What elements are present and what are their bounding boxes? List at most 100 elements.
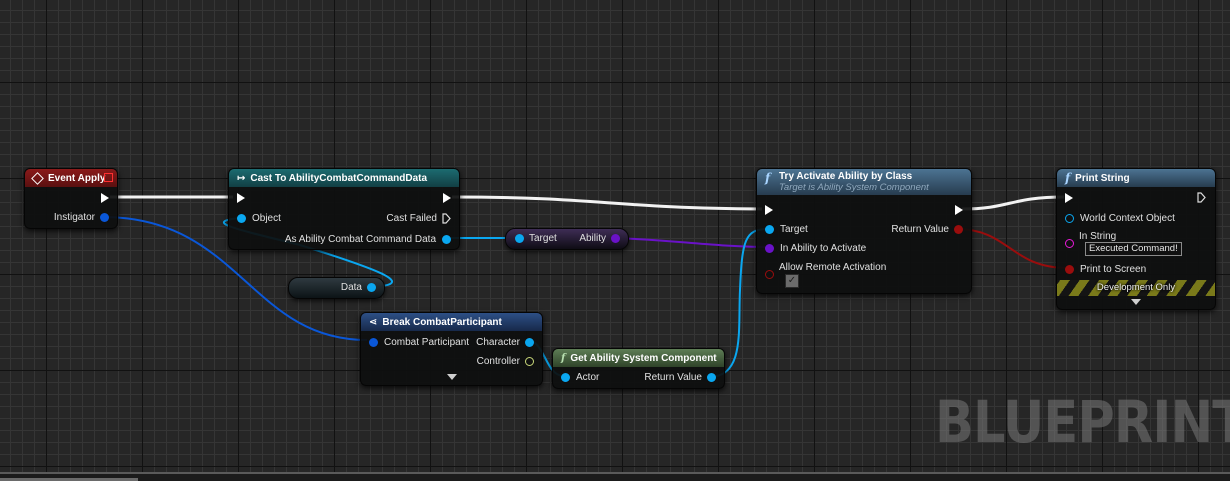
object-pin-icon[interactable] [515,234,524,243]
node-get-ability-system-component[interactable]: f Get Ability System Component Actor Ret… [552,348,725,389]
pin-label: Object [252,213,281,224]
pin-allow-remote-activation-label: Allow Remote Activation [779,262,886,273]
node-event-apply[interactable]: Event Apply Instigator [24,168,118,229]
allow-remote-activation-checkbox[interactable]: ✓ [785,274,799,288]
node-cast-to-ability-combat-command-data[interactable]: ↦ Cast To AbilityCombatCommandData Objec… [228,168,460,250]
pin-label: Target [780,224,808,235]
expand-arrow-icon[interactable] [447,374,457,380]
pin-object[interactable]: Object [237,213,281,224]
pin-label: In String [1079,231,1117,242]
exec-hollow-out-pin-icon[interactable] [1197,192,1206,203]
pin-label: Actor [576,372,600,383]
pin-label: Cast Failed [386,213,437,224]
pin-label: Combat Participant [384,337,470,348]
pin-in-ability-to-activate[interactable]: In Ability to Activate [765,243,866,254]
exec-out-pin[interactable] [101,193,109,203]
object-hollow-pin-icon[interactable] [1065,214,1074,223]
node-title: Print String [1075,172,1130,184]
node-title: Break CombatParticipant [382,316,502,328]
pin-print-to-screen[interactable]: Print to Screen [1065,264,1146,275]
bool-pin-icon[interactable] [954,225,963,234]
wire-ability-to-in-ability [611,237,769,248]
pin-world-context-object[interactable]: World Context Object [1065,213,1175,224]
pin-instigator[interactable]: Instigator [54,212,109,223]
node-header: ⋖ Break CombatParticipant [361,313,542,331]
pin-return-value[interactable]: Return Value [891,224,963,235]
object-pin-icon[interactable] [525,338,534,347]
pin-label: World Context Object [1080,213,1175,224]
development-only-banner: Development Only [1057,280,1215,296]
pin-cast-failed[interactable]: Cast Failed [386,213,451,224]
wire-instigator-to-combat-participant [102,216,368,341]
struct-pin-icon[interactable] [369,338,378,347]
exec-in-pin[interactable] [237,193,245,203]
pin-in-string-label: In String [1079,231,1116,242]
node-header: f Get Ability System Component [553,349,724,367]
node-break-combat-participant[interactable]: ⋖ Break CombatParticipant Combat Partici… [360,312,543,386]
horizontal-scrollbar[interactable] [0,478,138,481]
exec-out-pin[interactable] [955,205,963,215]
exec-wire-try-to-print [961,195,1065,211]
node-title: Get Ability System Component [570,352,717,364]
function-f-icon: f [561,352,566,364]
wire-returnvalue-to-print-to-screen [955,228,1069,269]
node-header: f Print String [1057,169,1215,187]
in-string-input[interactable]: Executed Command! [1085,242,1182,256]
pin-label: Return Value [891,224,949,235]
delegate-pin-icon[interactable] [104,173,113,182]
node-header: ↦ Cast To AbilityCombatCommandData [229,169,459,187]
pin-controller[interactable]: Controller [477,356,534,367]
pin-as-ability-combat-command-data[interactable]: As Ability Combat Command Data [285,234,451,245]
node-print-string[interactable]: f Print String World Context Object In S… [1056,168,1216,310]
function-f-icon: f [765,171,771,185]
object-pin-icon[interactable] [707,373,716,382]
node-data-getter[interactable]: Data [288,277,385,299]
pin-target[interactable]: Target [765,224,808,235]
exec-wire-cast-to-try [451,195,763,211]
pin-label-ability: Ability [579,233,606,244]
bool-pin-icon[interactable] [1065,265,1074,274]
node-try-activate-ability-by-class[interactable]: f Try Activate Ability by Class Target i… [756,168,972,294]
pin-label: Controller [476,356,520,367]
node-header: Event Apply [25,169,117,187]
class-pin-icon[interactable] [611,234,620,243]
wire-asc-to-target [708,228,769,378]
pin-label: Return Value [644,372,702,383]
object-pin-icon[interactable] [561,373,570,382]
node-subtitle: Target is Ability System Component [779,182,929,193]
object-pin-icon[interactable] [765,225,774,234]
exec-hollow-pin-icon[interactable] [442,213,451,224]
function-f-icon: f [1065,171,1071,185]
controller-pin-icon[interactable] [525,357,534,366]
pin-label: Print to Screen [1080,264,1147,275]
pin-combat-participant[interactable]: Combat Participant [369,337,469,348]
exec-in-pin[interactable] [1065,193,1073,203]
node-title: Cast To AbilityCombatCommandData [250,172,428,184]
node-header: f Try Activate Ability by Class Target i… [757,169,971,195]
getter-label: Data [340,282,362,293]
pin-label: Allow Remote Activation [779,262,887,273]
expand-arrow-icon[interactable] [1131,299,1141,305]
pin-character[interactable]: Character [476,337,534,348]
break-struct-icon: ⋖ [369,316,378,328]
exec-out-pin[interactable] [443,193,451,203]
pin-actor[interactable]: Actor [561,372,599,383]
node-title: Event Apply [48,172,106,184]
string-hollow-pin-icon[interactable] [1065,239,1074,248]
pin-label: Instigator [53,212,95,223]
node-ability-getter[interactable]: Target Ability [505,228,629,250]
object-pin-icon[interactable] [367,283,376,292]
pin-return-value[interactable]: Return Value [644,372,716,383]
node-title: Try Activate Ability by Class [779,171,913,182]
class-pin-icon[interactable] [765,244,774,253]
event-diamond-icon [31,171,44,185]
blueprint-watermark: BLUEPRINT [935,388,1230,456]
exec-in-pin[interactable] [765,205,773,215]
object-pin-icon[interactable] [442,235,451,244]
object-pin-icon[interactable] [237,214,246,223]
bool-hollow-pin-icon[interactable] [765,270,774,279]
struct-pin-icon[interactable] [100,213,109,222]
cast-arrow-icon: ↦ [237,172,246,184]
pin-label: Character [476,337,520,348]
